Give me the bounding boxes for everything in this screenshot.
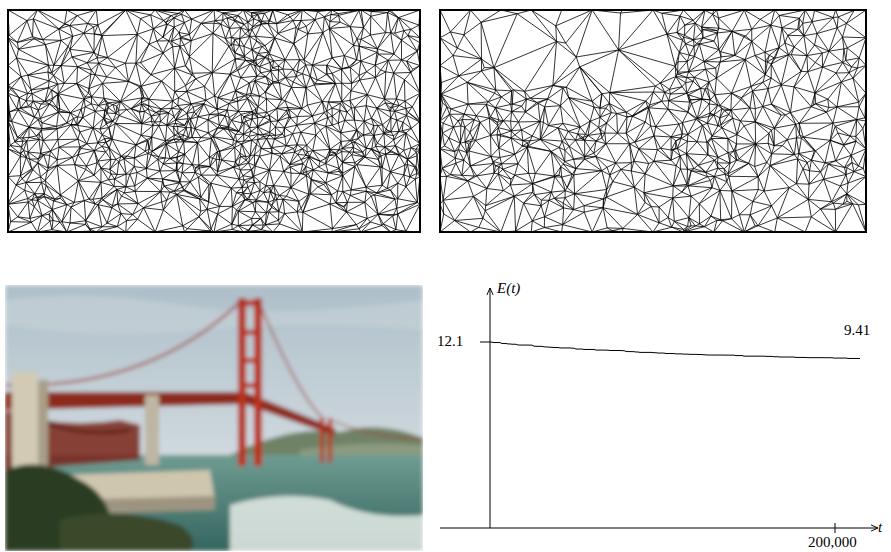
- mesh-edges: [440, 10, 866, 232]
- mesh-edges: [8, 10, 420, 232]
- axis-label: t: [878, 520, 882, 535]
- tick-value: 9.41: [844, 323, 870, 338]
- triangle-mesh: [440, 10, 866, 232]
- energy-curve: [490, 342, 860, 358]
- bridge-photo: [5, 285, 423, 551]
- axis-label: E(t): [497, 281, 520, 296]
- chart-axes: [440, 288, 878, 533]
- tick-value: 12.1: [437, 334, 463, 349]
- mesh-frame: [8, 10, 420, 232]
- tick-value: 200,000: [808, 535, 857, 550]
- triangle-mesh: [8, 10, 420, 232]
- mesh-frame: [440, 10, 866, 232]
